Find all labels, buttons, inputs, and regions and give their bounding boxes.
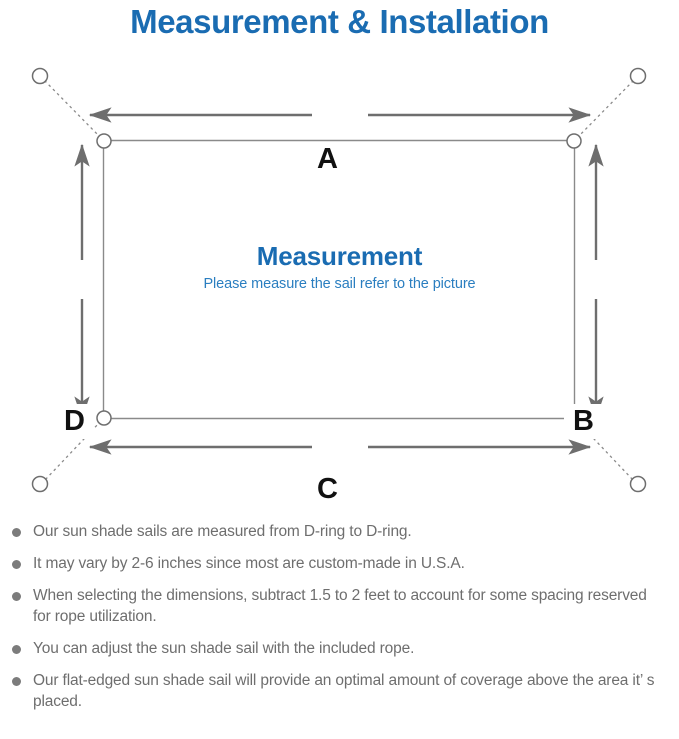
list-item: Our sun shade sails are measured from D-… [0, 521, 679, 542]
measurement-diagram [0, 44, 679, 514]
anchor-ring-top-left [31, 67, 49, 85]
anchor-ring-bottom-right [629, 475, 647, 493]
dimension-label-d: D [55, 404, 94, 439]
rope-top-left [44, 80, 102, 139]
notes-list: Our sun shade sails are measured from D-… [0, 521, 679, 723]
list-item-text: It may vary by 2-6 inches since most are… [33, 555, 465, 572]
anchor-ring-top-right [629, 67, 647, 85]
bullet-icon [12, 677, 21, 686]
list-item-text: You can adjust the sun shade sail with t… [33, 640, 415, 657]
list-item: When selecting the dimensions, subtract … [0, 585, 679, 627]
d-ring-bottom-left [96, 410, 112, 426]
dimension-label-b: B [564, 404, 603, 439]
list-item: You can adjust the sun shade sail with t… [0, 638, 679, 659]
sail-outline [102, 139, 576, 420]
rope-top-right [576, 80, 634, 139]
anchor-ring-bottom-left [31, 475, 49, 493]
d-ring-top-left [96, 133, 112, 149]
page-title: Measurement & Installation [130, 3, 549, 40]
list-item-text: Our sun shade sails are measured from D-… [33, 523, 412, 540]
bullet-icon [12, 560, 21, 569]
list-item: Our flat-edged sun shade sail will provi… [0, 670, 679, 712]
d-ring-top-right [566, 133, 582, 149]
list-item-text: When selecting the dimensions, subtract … [33, 587, 647, 625]
bullet-icon [12, 645, 21, 654]
dimension-label-a: A [308, 142, 347, 177]
dimension-label-c: C [308, 472, 347, 507]
bullet-icon [12, 528, 21, 537]
list-item-text: Our flat-edged sun shade sail will provi… [33, 672, 655, 710]
bullet-icon [12, 592, 21, 601]
list-item: It may vary by 2-6 inches since most are… [0, 553, 679, 574]
